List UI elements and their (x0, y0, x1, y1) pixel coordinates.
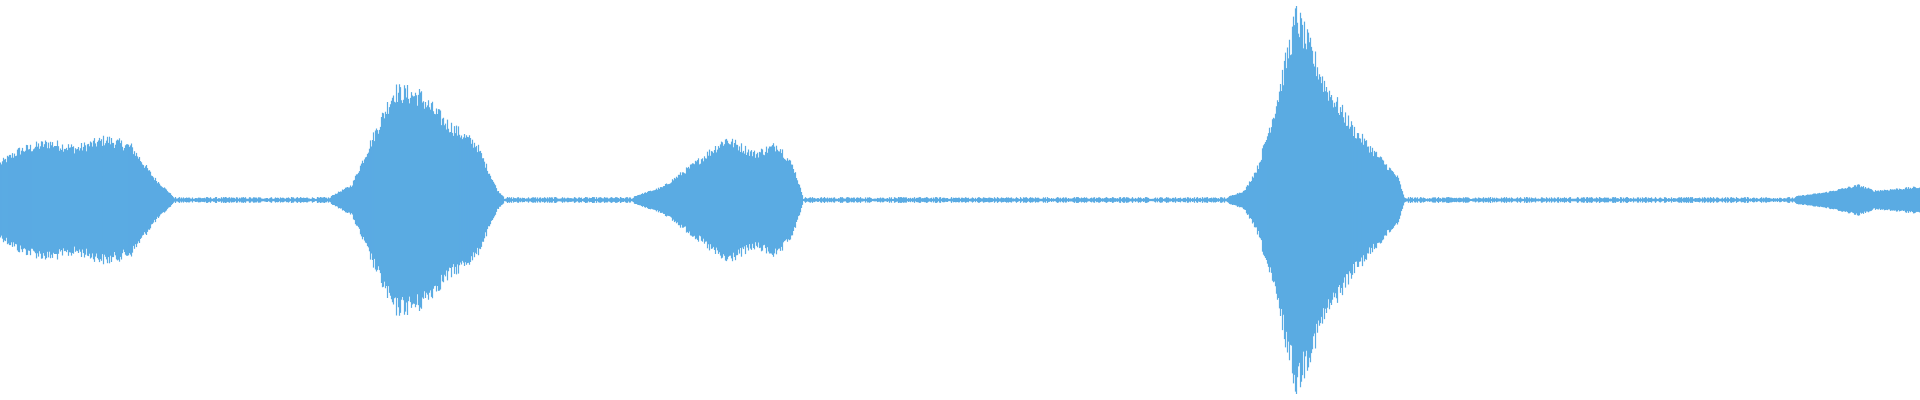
waveform-samples (0, 6, 1920, 394)
